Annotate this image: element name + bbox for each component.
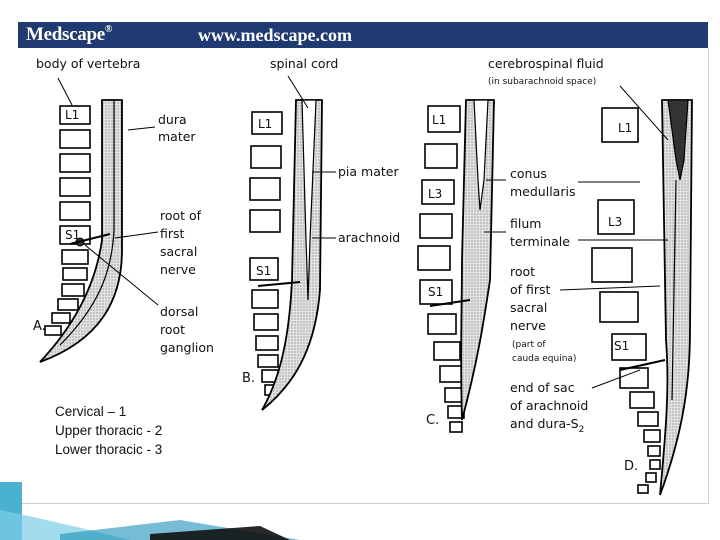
label-dorsal-1: dorsal xyxy=(160,304,198,319)
caption-line-upper-thoracic: Upper thoracic - 2 xyxy=(55,421,162,440)
label-conus-1: conus xyxy=(510,166,547,181)
label-end-of-sac-2: of arachnoid xyxy=(510,398,588,413)
label-spinal-cord: spinal cord xyxy=(270,56,338,71)
label-dorsal-2: root xyxy=(160,322,185,337)
panel-a: L1 S1 A. xyxy=(33,78,158,362)
panel-c-label: C. xyxy=(426,413,439,428)
label-body-of-vertebra: body of vertebra xyxy=(36,56,140,71)
label-end-of-sac-3: and dura-S2 xyxy=(510,416,584,435)
vertebra-label-c-l1: L1 xyxy=(432,113,446,127)
label-pia-mater: pia mater xyxy=(338,164,399,179)
label-root-1: root of xyxy=(160,208,202,223)
panel-c: L1 L3 S1 C. xyxy=(418,100,494,432)
panel-a-label: A. xyxy=(33,319,46,334)
label-dura-mater-1: dura xyxy=(158,112,187,127)
panel-b: L1 S1 B. xyxy=(242,76,336,410)
vertebra-label-a-s1: S1 xyxy=(65,228,80,242)
caption-line-cervical: Cervical – 1 xyxy=(55,402,162,421)
label-conus-2: medullaris xyxy=(510,184,575,199)
label-root-4: nerve xyxy=(160,262,196,277)
label-csf-1: cerebrospinal fluid xyxy=(488,56,604,71)
vertebra-label-c-l3: L3 xyxy=(428,187,442,201)
label-rfs-1: root xyxy=(510,264,535,279)
label-arachnoid: arachnoid xyxy=(338,230,400,245)
vertebra-label-c-s1: S1 xyxy=(428,285,443,299)
vertebral-column-d xyxy=(592,108,660,493)
panel-b-label: B. xyxy=(242,371,255,386)
vertebra-label-d-l3: L3 xyxy=(608,215,622,229)
label-dorsal-3: ganglion xyxy=(160,340,214,355)
label-dura-mater-2: mater xyxy=(158,129,196,144)
label-rfs-3: sacral xyxy=(510,300,547,315)
vertebra-label-a-l1: L1 xyxy=(65,108,79,122)
vertebra-label-b-l1: L1 xyxy=(258,117,272,131)
label-end-of-sac-1: end of sac xyxy=(510,380,575,395)
vertebral-column-b xyxy=(250,112,282,395)
vertebral-column-c xyxy=(418,106,465,432)
label-cauda-2: cauda equina) xyxy=(512,354,576,364)
label-root-2: first xyxy=(160,226,185,241)
label-csf-2: (in subarachnoid space) xyxy=(488,77,596,87)
label-cauda-1: (part of xyxy=(512,340,546,350)
label-filum-1: filum xyxy=(510,216,541,231)
vertebra-label-b-s1: S1 xyxy=(256,264,271,278)
panel-d-label: D. xyxy=(624,459,638,474)
vertebra-label-d-s1: S1 xyxy=(614,339,629,353)
label-rfs-4: nerve xyxy=(510,318,546,333)
label-filum-2: terminale xyxy=(510,234,570,249)
label-rfs-2: of first xyxy=(510,282,551,297)
vertebra-label-d-l1: L1 xyxy=(618,121,632,135)
label-root-3: sacral xyxy=(160,244,197,259)
slide-accent-decoration xyxy=(0,450,300,540)
